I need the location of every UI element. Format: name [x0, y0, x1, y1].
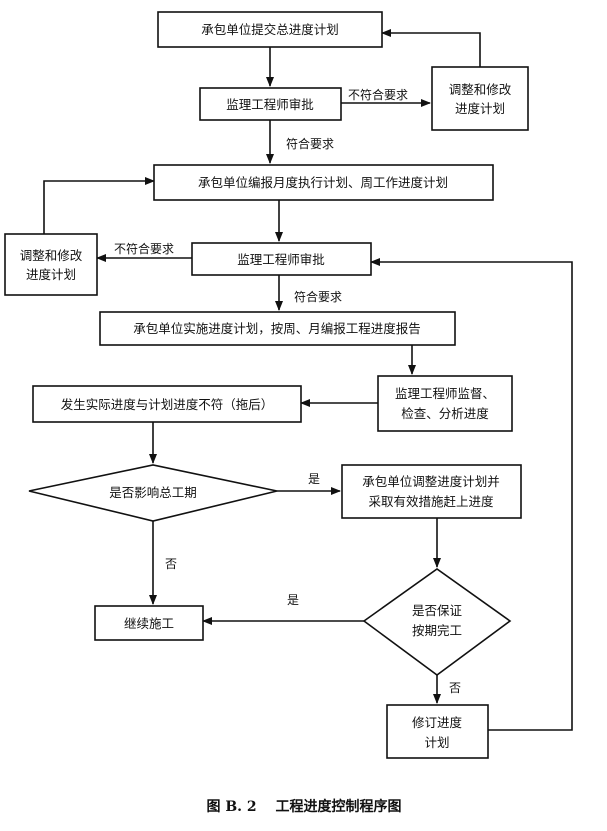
- revise-total-line1: 调整和修改: [449, 82, 512, 97]
- review-2-text: 监理工程师审批: [237, 252, 325, 267]
- revise-monthly-line2: 进度计划: [26, 267, 76, 282]
- node-monitor: [377, 375, 513, 432]
- on-time-line1: 是否保证: [412, 603, 463, 618]
- node-affects-total: [28, 464, 278, 522]
- figure-caption: 图 B. 2 工程进度控制程序图: [206, 798, 401, 815]
- label-compliant-1: 符合要求: [286, 136, 334, 151]
- deviation-text: 发生实际进度与计划进度不符（拖后）: [61, 397, 274, 412]
- node-submit-plan: [157, 11, 383, 48]
- nodes: [4, 11, 529, 759]
- node-monthly-plan: [153, 164, 494, 201]
- node-on-time: [362, 568, 512, 676]
- node-adjust-plan: [341, 464, 522, 519]
- review-1-text: 监理工程师审批: [226, 97, 314, 112]
- monitor-line1: 监理工程师监督、: [395, 386, 495, 401]
- arrow-revise-to-submit: [381, 29, 481, 67]
- submit-plan-text: 承包单位提交总进度计划: [201, 22, 339, 37]
- label-noncompliant-1: 不符合要求: [348, 87, 408, 102]
- on-time-line2: 按期完工: [412, 623, 462, 638]
- revise-monthly-line1: 调整和修改: [20, 248, 83, 263]
- arrow-revise-to-monthly: [43, 177, 155, 234]
- revise-schedule-line2: 计划: [424, 735, 449, 750]
- node-review-2: [191, 242, 372, 276]
- label-yes-2: 是: [287, 593, 299, 607]
- edge-labels: 不符合要求 符合要求 不符合要求 符合要求 是 否 是 否: [114, 87, 461, 695]
- label-noncompliant-2: 不符合要求: [114, 241, 174, 256]
- label-no-2: 否: [449, 681, 461, 695]
- continue-text: 继续施工: [124, 616, 174, 631]
- node-continue: [94, 605, 204, 641]
- node-revise-total: [431, 66, 529, 131]
- implement-text: 承包单位实施进度计划，按周、月编报工程进度报告: [133, 321, 421, 336]
- connectors: [43, 29, 573, 731]
- label-no-1: 否: [165, 557, 177, 571]
- arrow-revise-to-review2: [370, 258, 573, 731]
- label-yes-1: 是: [308, 472, 320, 486]
- adjust-plan-line1: 承包单位调整进度计划并: [362, 474, 500, 489]
- label-compliant-2: 符合要求: [294, 289, 342, 304]
- adjust-plan-line2: 采取有效措施赶上进度: [368, 494, 494, 509]
- node-implement: [99, 311, 456, 346]
- node-revise-schedule: [386, 704, 489, 759]
- node-texts: 承包单位提交总进度计划 调整和修改 进度计划 监理工程师审批 承包单位编报月度执…: [20, 22, 512, 750]
- monitor-line2: 检查、分析进度: [401, 406, 489, 421]
- monthly-plan-text: 承包单位编报月度执行计划、周工作进度计划: [198, 175, 448, 190]
- revise-schedule-line1: 修订进度: [412, 715, 463, 730]
- node-deviation: [32, 385, 302, 423]
- revise-total-line2: 进度计划: [455, 101, 505, 116]
- node-revise-monthly: [4, 233, 98, 296]
- node-review-1: [199, 87, 342, 121]
- affects-total-text: 是否影响总工期: [109, 485, 197, 500]
